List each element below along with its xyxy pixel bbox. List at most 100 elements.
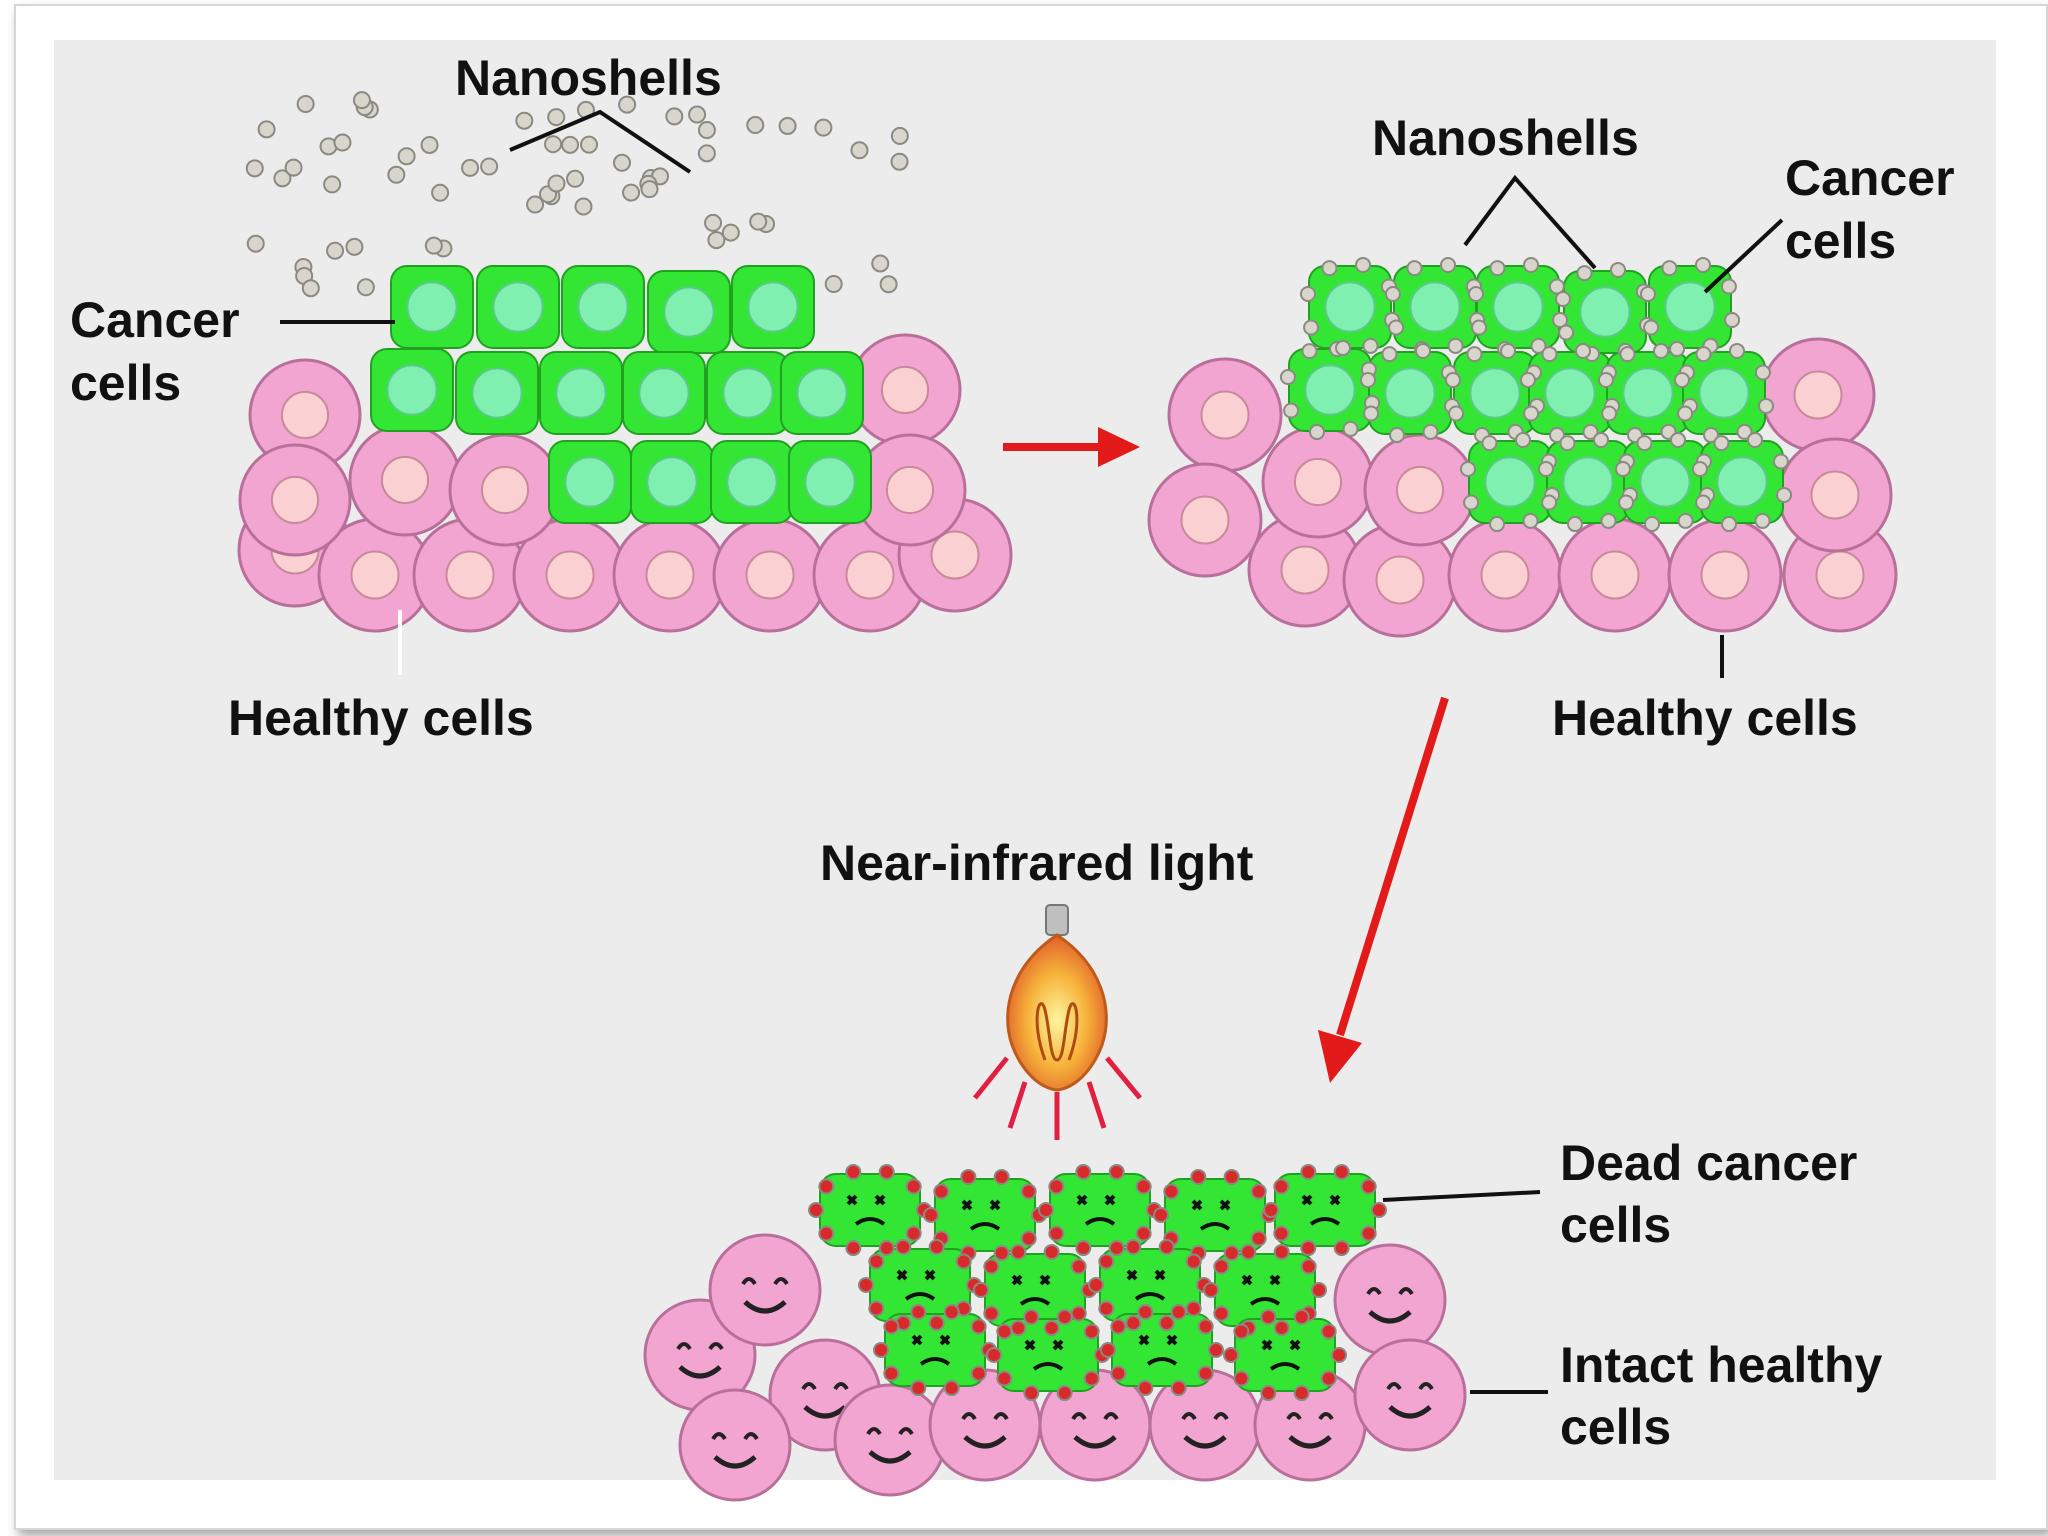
nanoshell xyxy=(858,1277,874,1293)
nanoshell xyxy=(1619,346,1636,363)
nanoshell xyxy=(1070,1305,1087,1322)
nanoshell-group xyxy=(245,91,909,298)
cancer-cell xyxy=(1288,348,1372,432)
nanoshell xyxy=(1444,371,1461,388)
nanoshell xyxy=(1108,1240,1125,1257)
nanoshell xyxy=(878,1163,895,1180)
nanoshell xyxy=(1636,435,1653,452)
nanoshell xyxy=(1736,423,1753,440)
nanoshell xyxy=(1670,431,1687,448)
cancer-cell xyxy=(476,265,560,349)
dead-cancer-cell xyxy=(934,1178,1036,1252)
nanoshell xyxy=(1614,460,1631,477)
nanoshell xyxy=(1523,405,1540,422)
cancer-cell xyxy=(370,348,454,432)
nanoshell xyxy=(1601,405,1618,422)
nanoshell xyxy=(933,1183,950,1200)
nanoshell xyxy=(1489,260,1506,277)
cancer-cell xyxy=(647,270,731,354)
nanoshell xyxy=(1537,460,1554,477)
nanoshell xyxy=(1023,1308,1040,1325)
nanoshell xyxy=(561,135,580,154)
nanoshell xyxy=(1190,1168,1207,1185)
nanoshell xyxy=(1048,1178,1065,1195)
nanoshell xyxy=(1158,1238,1175,1255)
nanoshell xyxy=(883,1318,900,1335)
nanoshell xyxy=(1233,1370,1250,1387)
nanoshell xyxy=(1355,256,1372,273)
nanoshell xyxy=(878,1240,895,1257)
nanoshell xyxy=(1772,453,1789,470)
nanoshell xyxy=(1098,1300,1115,1317)
cancer-cell xyxy=(1476,265,1560,349)
nanoshell xyxy=(1702,427,1719,444)
nanoshell xyxy=(1263,1202,1279,1218)
nanoshell xyxy=(1388,427,1405,444)
healthy-cell xyxy=(848,333,962,447)
nanoshell xyxy=(1530,337,1547,354)
nanoshell xyxy=(296,94,315,113)
nanoshell xyxy=(580,135,599,154)
nanoshell xyxy=(1185,1300,1202,1317)
cancer-cell xyxy=(390,265,474,349)
nanoshell xyxy=(1137,1380,1154,1397)
nanoshell xyxy=(1554,290,1571,307)
nanoshell xyxy=(1135,1178,1152,1195)
dead-cancer-cells-label-line1: Dead cancer xyxy=(1560,1135,1857,1191)
nanoshell xyxy=(1250,1230,1267,1247)
nanoshell xyxy=(1747,431,1764,448)
nanoshell xyxy=(993,1168,1010,1185)
cancer-cells-label-line2: cells xyxy=(1785,213,1896,269)
nanoshell xyxy=(993,1245,1010,1262)
nanoshell xyxy=(1010,1243,1027,1260)
cancer-cell xyxy=(780,351,864,435)
nanoshell xyxy=(1273,1225,1290,1242)
healthy-cell xyxy=(1261,425,1375,539)
nanoshell xyxy=(1311,1282,1327,1298)
cancer-cell xyxy=(1623,440,1707,524)
nanoshell xyxy=(1422,423,1439,440)
cancer-cell xyxy=(455,351,539,435)
nanoshell xyxy=(1020,1183,1037,1200)
nanoshell xyxy=(1559,435,1576,452)
nanoshell xyxy=(1643,319,1660,336)
nanoshell xyxy=(1293,1308,1310,1325)
nanoshell xyxy=(1552,312,1569,329)
nanoshell xyxy=(1643,516,1660,533)
nanoshell xyxy=(1729,342,1746,359)
nanoshell xyxy=(996,1323,1013,1340)
nanoshell xyxy=(1293,1385,1310,1402)
nanoshell xyxy=(868,1300,885,1317)
nanoshell xyxy=(574,197,593,216)
nanoshell xyxy=(818,1178,835,1195)
healthy-cell xyxy=(512,517,628,633)
nanoshell xyxy=(1170,1380,1187,1397)
nanoshell xyxy=(1463,494,1480,511)
healthy-cell xyxy=(1760,337,1876,453)
nanoshell xyxy=(1713,435,1730,452)
healthy-cell xyxy=(1342,522,1458,638)
nanoshell xyxy=(612,153,631,172)
nanoshell xyxy=(1088,1277,1104,1293)
nanoshell xyxy=(943,1380,960,1397)
nanoshell xyxy=(1459,460,1476,477)
nanoshell xyxy=(323,175,342,194)
panel-nanoshells-accumulated: Nanoshells Cancer cells Healthy cells xyxy=(1147,110,1955,746)
nanoshell xyxy=(928,1315,945,1332)
nanoshells-pointer xyxy=(509,109,692,174)
nanoshell xyxy=(1223,1245,1240,1262)
cancer-cell xyxy=(630,440,714,524)
nanoshell xyxy=(515,111,534,130)
nanoshell xyxy=(333,133,352,152)
healthy-cells-label: Healthy cells xyxy=(1552,690,1858,746)
nanoshell xyxy=(1308,424,1325,441)
nanoshell xyxy=(1576,265,1593,282)
nanoshell xyxy=(928,1238,945,1255)
nanoshell xyxy=(1075,1240,1092,1257)
nanoshell xyxy=(1137,1303,1154,1320)
nanoshell xyxy=(640,180,659,199)
nanoshell xyxy=(397,147,416,166)
nanoshell xyxy=(1500,342,1517,359)
dead-cancer-cell xyxy=(1274,1173,1376,1247)
nanoshell xyxy=(1197,1365,1214,1382)
